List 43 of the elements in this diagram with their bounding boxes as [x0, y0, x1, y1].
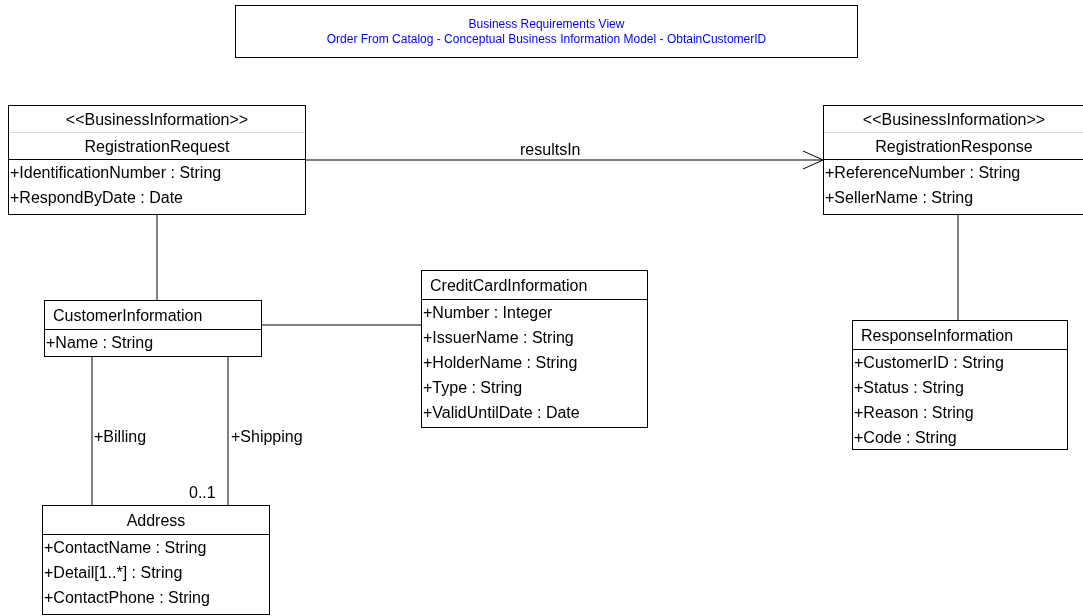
class-name: RegistrationRequest: [84, 138, 230, 155]
header-text: Order From Catalog - Conceptual Business Information Model - ObtainCustomerID: [326, 31, 767, 47]
attribute-text: +RespondByDate : Date: [10, 189, 183, 206]
attribute-text: +Reason : String: [854, 404, 974, 421]
attribute-text: +SellerName : String: [825, 189, 974, 206]
attribute-text: +CustomerID : String: [854, 354, 1004, 371]
class-name: CreditCardInformation: [430, 277, 588, 294]
association-line: [261, 324, 422, 326]
edge-label: +Billing: [94, 428, 147, 446]
class-box: [852, 320, 1068, 450]
attribute-text: +Detail[1..*] : String: [44, 564, 183, 581]
attribute-text: +Status : String: [854, 379, 964, 396]
attribute-text: +Type : String: [423, 379, 523, 396]
attribute-text: +IdentificationNumber : String: [10, 164, 222, 181]
class-name: Address: [126, 512, 186, 529]
stereotype-label: <<BusinessInformation>>: [862, 111, 1046, 128]
class-box: [823, 105, 1083, 215]
class-box: [421, 270, 648, 428]
edge-label: +Shipping: [231, 428, 303, 446]
class-box: [8, 105, 306, 215]
attribute-text: +Name : String: [46, 334, 154, 351]
attribute-text: +Number : Integer: [423, 304, 553, 321]
association-line: [156, 214, 158, 301]
class-name: RegistrationResponse: [875, 138, 1033, 155]
class-name: CustomerInformation: [53, 307, 203, 324]
attribute-text: +ReferenceNumber : String: [825, 164, 1021, 181]
attribute-text: +HolderName : String: [423, 354, 578, 371]
association-line: [91, 356, 93, 506]
arrow: [305, 150, 824, 170]
association-line: [227, 356, 229, 506]
attribute-text: +ContactPhone : String: [44, 589, 210, 606]
header-box: [235, 5, 858, 58]
class-box: [42, 505, 270, 615]
multiplicity-label: 0..1: [189, 484, 216, 502]
association-line: [957, 214, 959, 321]
attribute-text: +Code : String: [854, 429, 957, 446]
header-text: Business Requirements View: [468, 16, 625, 32]
class-name: ResponseInformation: [861, 327, 1014, 344]
attribute-text: +ContactName : String: [44, 539, 207, 556]
stereotype-label: <<BusinessInformation>>: [65, 111, 249, 128]
class-box: [44, 300, 262, 357]
attribute-text: +ValidUntilDate : Date: [423, 404, 580, 421]
attribute-text: +IssuerName : String: [423, 329, 574, 346]
